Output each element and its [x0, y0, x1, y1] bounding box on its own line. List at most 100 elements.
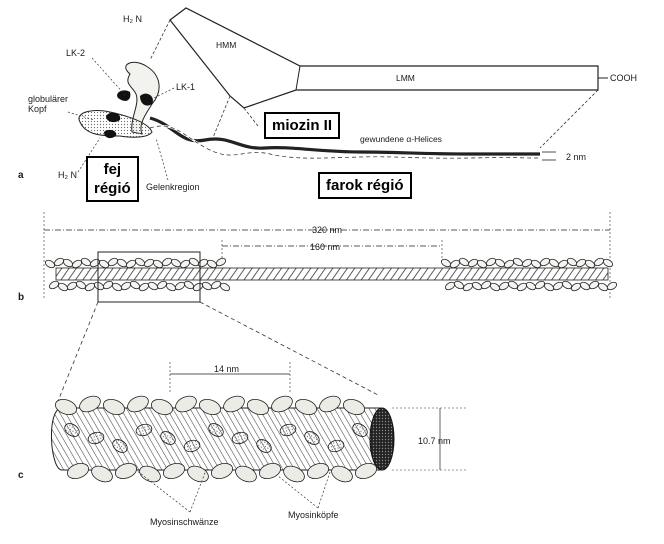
myosin-head	[319, 395, 341, 413]
head-region-line-2: régió	[94, 180, 131, 197]
myosin-head	[197, 258, 209, 268]
globular-head-label-1: globulärer	[28, 94, 68, 104]
h2n-top-label: H₂ N	[123, 14, 142, 24]
panel-c: 14 nm 10.7 nm Myosinschwänze Myosinköpfe…	[18, 362, 466, 527]
myosin-head	[597, 282, 609, 292]
myosin-head	[183, 439, 201, 453]
tail-region-label: farok régió	[318, 172, 412, 199]
myosin-head	[354, 463, 378, 479]
myosin-head	[602, 258, 614, 268]
myosin-head	[54, 399, 78, 415]
myosin-head	[485, 257, 497, 267]
myosin-head	[188, 257, 200, 267]
leader-h2n	[77, 137, 101, 173]
myosin-head	[102, 280, 114, 290]
myosin-head	[283, 465, 305, 483]
myosin-head	[575, 258, 587, 268]
myosin-head	[114, 463, 138, 479]
myosin-head	[170, 258, 182, 268]
tail-region-text: farok régió	[326, 177, 404, 194]
myosin-head	[458, 257, 470, 267]
myosin-head	[440, 258, 452, 268]
head-region-label: fej régió	[86, 156, 139, 202]
myosin-head	[215, 257, 227, 267]
myosin-head	[271, 395, 293, 413]
myosin-head	[512, 257, 524, 267]
myosin-head	[143, 258, 155, 268]
filament-backbone	[55, 267, 609, 281]
myosin-head	[79, 395, 101, 413]
myosin-head	[48, 280, 60, 290]
myosin-head	[279, 423, 297, 437]
cooh-label: COOH	[610, 73, 637, 83]
myosin-head	[138, 282, 150, 292]
projection-line	[539, 89, 599, 149]
myosin-head	[219, 282, 231, 292]
myosin-head	[66, 281, 78, 291]
myosin-head	[570, 282, 582, 292]
myosin-head	[534, 280, 546, 290]
detail-heads	[54, 395, 378, 483]
myosin-head	[139, 465, 161, 483]
panel-a-letter: a	[18, 170, 24, 181]
myosin-head	[306, 463, 330, 479]
myosin-head	[162, 463, 186, 479]
myosin-head	[543, 282, 555, 292]
projection-line	[243, 107, 259, 127]
projection-line	[149, 19, 171, 61]
filament-heads	[44, 257, 618, 292]
myosin-head	[57, 282, 69, 292]
leader-heads	[277, 475, 319, 509]
myosin-head	[256, 439, 272, 453]
lk2-label: LK-2	[66, 48, 85, 58]
light-chain-lower	[106, 112, 121, 123]
tails-label: Myosinschwänze	[150, 517, 219, 527]
myosin-head	[588, 280, 600, 290]
myosin-head	[444, 281, 456, 291]
myosin-ii-text: miozin II	[272, 117, 332, 134]
dim-10-7nm-label: 10.7 nm	[418, 436, 451, 446]
panel-a: H₂ N HMM LMM COOH LK-2 LK-1 globulärer K…	[18, 7, 637, 192]
hmm-segment	[169, 7, 599, 109]
myosin-head	[480, 280, 492, 290]
hmm-label: HMM	[216, 40, 236, 50]
heads-label: Myosinköpfe	[288, 510, 339, 520]
myosin-head	[304, 431, 320, 445]
myosin-head	[246, 399, 270, 415]
leader-tails	[189, 469, 207, 513]
myosin-head	[467, 258, 479, 268]
myosin-head	[98, 259, 110, 269]
myosin-head	[489, 282, 501, 292]
lk1-label: LK-1	[176, 82, 195, 92]
myosin-head	[53, 257, 65, 267]
myosin-head	[89, 258, 101, 268]
myosin-head	[206, 259, 218, 269]
myosin-head	[192, 282, 204, 292]
zoom-projection-left	[55, 301, 99, 407]
helices-label: gewundene α-Helices	[360, 134, 442, 144]
lmm-label: LMM	[396, 73, 415, 83]
myosin-head	[62, 258, 74, 268]
dim-14nm-label: 14 nm	[214, 364, 239, 374]
myosin-head	[152, 259, 164, 269]
myosin-head	[525, 281, 537, 291]
myosin-head	[116, 258, 128, 268]
zoom-projection-right	[199, 301, 381, 397]
myosin-head	[579, 281, 591, 291]
myosin-head	[84, 282, 96, 292]
myosin-head	[156, 280, 168, 290]
myosin-head	[165, 282, 177, 292]
myosin-head	[352, 423, 368, 437]
myosin-head	[44, 259, 56, 269]
myosin-head	[112, 439, 128, 453]
myosin-head	[80, 257, 92, 267]
myosin-head	[127, 395, 149, 413]
hmm-lmm-divider	[295, 65, 301, 91]
leader-tails	[135, 469, 191, 513]
myosin-head	[327, 439, 345, 453]
myosin-ii-label: miozin II	[264, 112, 340, 139]
myosin-head	[64, 423, 80, 437]
myosin-head	[91, 465, 113, 483]
